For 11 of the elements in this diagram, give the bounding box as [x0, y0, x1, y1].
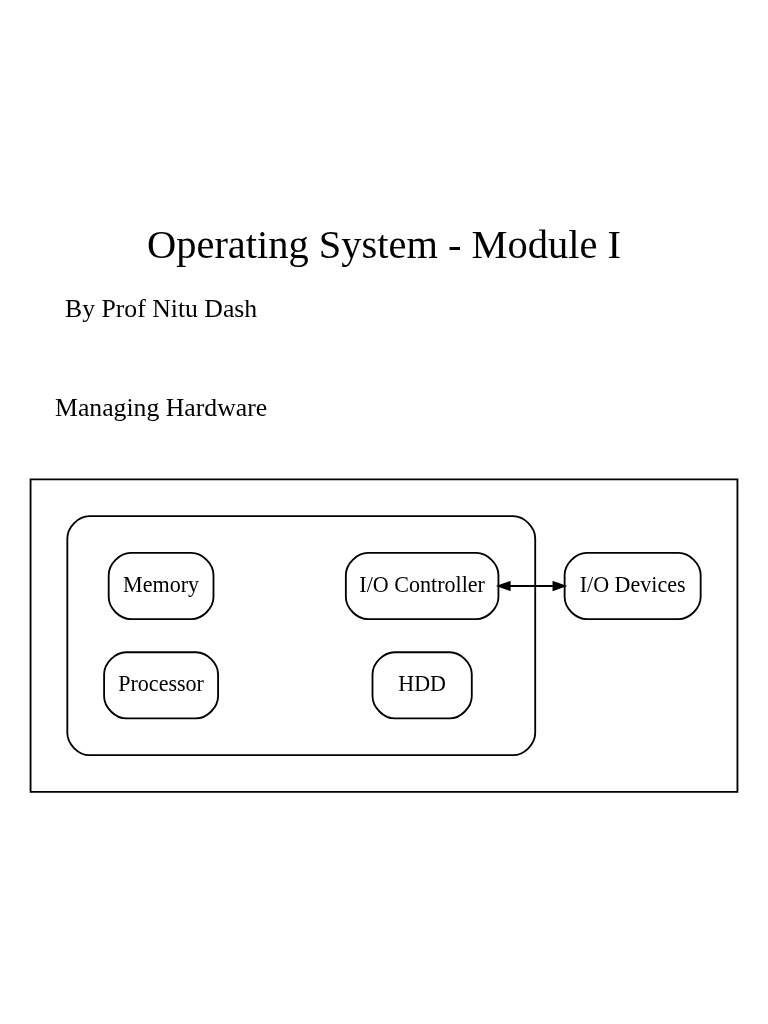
node-box: I/O Controller [344, 551, 500, 620]
node-box: Memory [107, 551, 215, 620]
node-box: I/O Devices [563, 551, 702, 620]
arrow [495, 580, 568, 591]
cluster [29, 478, 739, 793]
diagram-title: Operating System - Module I [147, 221, 621, 267]
node-box: HDD [371, 650, 473, 719]
cluster [66, 514, 537, 756]
label: Managing Hardware [55, 392, 268, 422]
node-box: Processor [103, 650, 219, 719]
label: By Prof Nitu Dash [65, 293, 258, 323]
